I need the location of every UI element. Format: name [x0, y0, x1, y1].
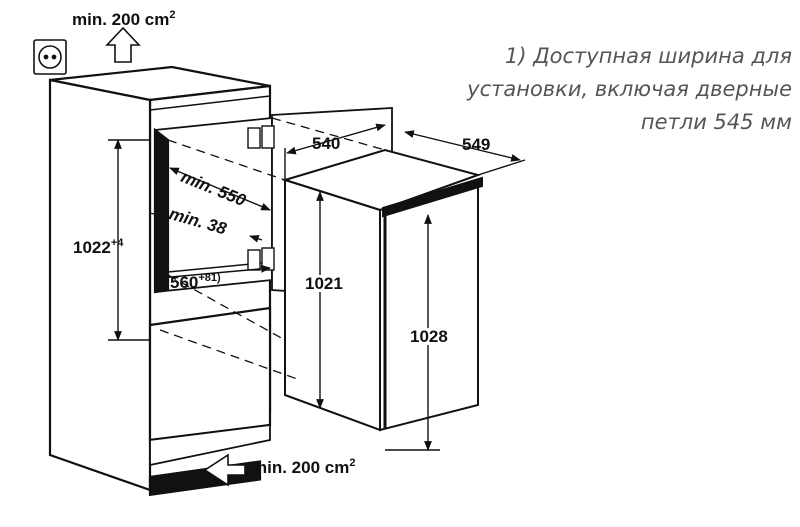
appliance-height-label: 1021	[305, 274, 343, 293]
appliance-width-label: 540	[312, 134, 341, 153]
door-height-label: 1028	[410, 327, 448, 346]
socket-icon	[33, 39, 67, 75]
vent-top-arrow-icon	[105, 26, 141, 63]
footnote-text: 1) Доступная ширина для установки, включ…	[462, 40, 792, 139]
footnote-line: петли 545 мм	[640, 110, 792, 134]
vent-top-label: min. 200 cm2	[72, 9, 176, 29]
footnote-line: установки, включая дверные	[467, 77, 792, 101]
niche-height-label: 1022+4	[73, 237, 124, 257]
cabinet-body	[48, 65, 273, 497]
appliance-depth-label: 549	[462, 135, 491, 154]
vent-bottom-arrow-icon	[203, 453, 246, 487]
niche-width-label: 560+81)	[170, 272, 221, 292]
footnote-line: 1) Доступная ширина для	[504, 44, 792, 68]
hinge-icon	[247, 125, 275, 271]
vent-bottom-label: min. 200 cm2	[252, 457, 356, 477]
